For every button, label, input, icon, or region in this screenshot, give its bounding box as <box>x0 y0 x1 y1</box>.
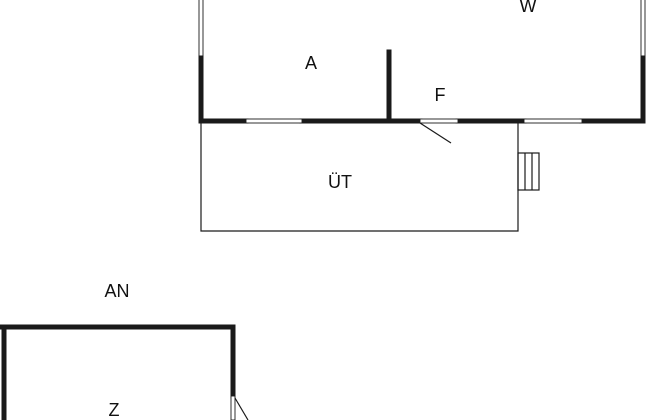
room-label-an: AN <box>104 281 129 301</box>
room-label-w: W <box>520 0 537 16</box>
room-label-z: Z <box>109 400 120 420</box>
door-threshold <box>419 118 459 124</box>
lower-building <box>0 324 249 420</box>
door-swing <box>419 122 452 144</box>
room-label-ut: ÜT <box>328 172 352 192</box>
lower-door-swing <box>234 397 249 420</box>
lower-door-frame <box>230 395 236 420</box>
upper-building-walls <box>198 0 646 144</box>
room-label-f: F <box>435 85 446 105</box>
terrace <box>200 123 540 232</box>
bottom-window-1 <box>245 118 303 124</box>
terrace-outline <box>200 123 519 232</box>
steps-icon <box>517 152 540 191</box>
room-label-a: A <box>305 53 317 73</box>
bottom-window-2 <box>523 118 583 124</box>
